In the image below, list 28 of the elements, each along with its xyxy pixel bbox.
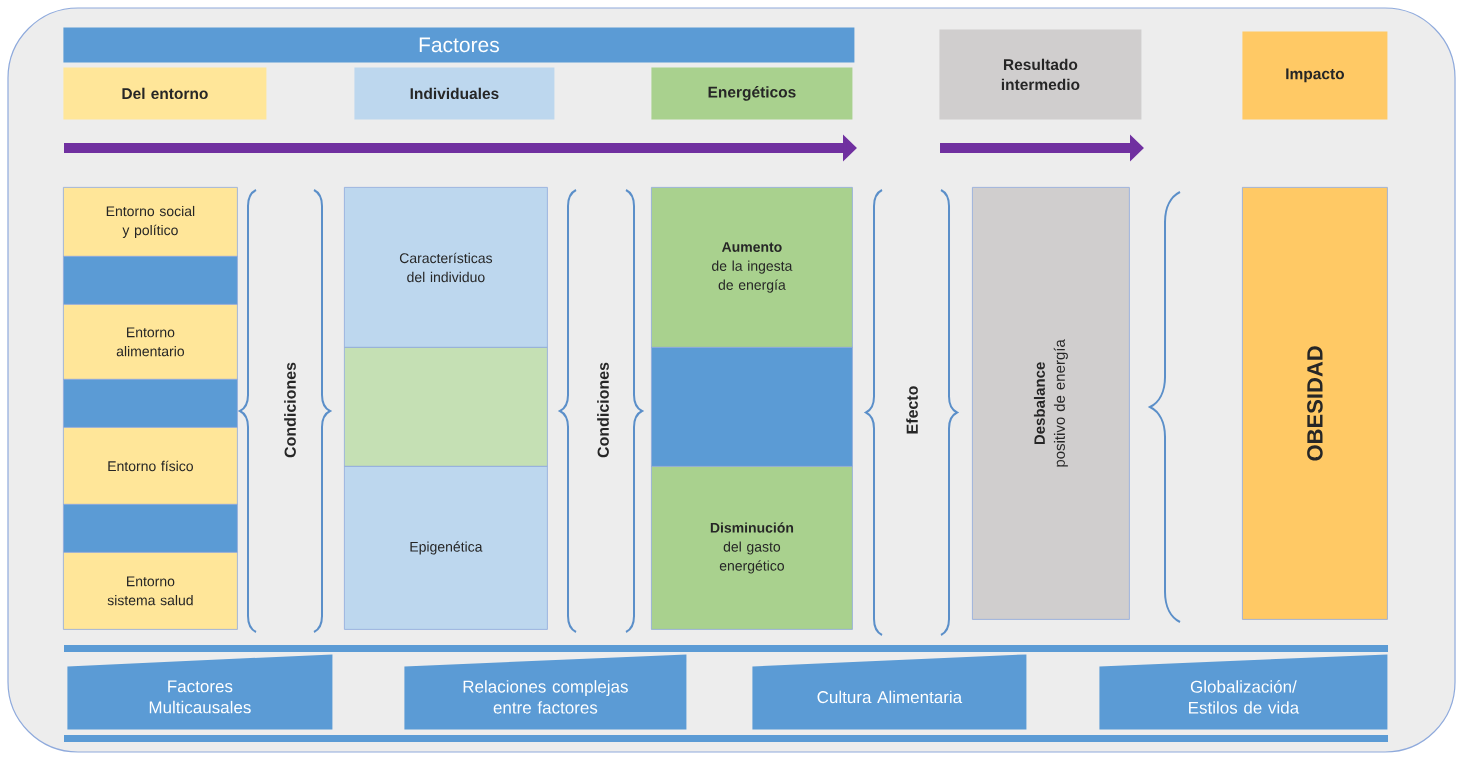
separator-box (63, 504, 238, 553)
category-box: Energéticos (651, 67, 853, 120)
banner: Factores Multicausales (67, 654, 333, 730)
separator-box (63, 379, 238, 428)
result-box: Desbalance positivo de energía (972, 187, 1130, 620)
category-box: Impacto (1242, 31, 1388, 120)
category-box: Individuales (354, 67, 555, 120)
factor-box: Entorno alimentario (63, 304, 238, 380)
outcome-box: OBESIDAD (1242, 187, 1388, 620)
category-box: Del entorno (63, 67, 267, 120)
separator-box (63, 256, 238, 305)
factor-box: Entorno sistema salud (63, 552, 238, 630)
factor-box: Disminución del gasto energético (651, 466, 853, 630)
factor-box: Aumento de la ingesta de energía (651, 187, 853, 348)
separator-box (344, 347, 548, 467)
banner: Relaciones complejas entre factores (404, 654, 687, 730)
header-bar: Factores (63, 27, 855, 63)
rotated-label: Condiciones (284, 362, 296, 458)
factor-box: Entorno físico (63, 427, 238, 505)
rotated-label: Efecto (906, 386, 918, 434)
rotated-label: Condiciones (597, 362, 609, 458)
separator-box (651, 347, 853, 467)
factor-box: Características del individuo (344, 187, 548, 348)
factor-box: Entorno social y político (63, 187, 238, 257)
banner: Globalización/ Estilos de vida (1099, 654, 1388, 730)
banner: Cultura Alimentaria (752, 654, 1027, 730)
factor-box: Epigenética (344, 466, 548, 630)
category-box: Resultado intermedio (939, 29, 1142, 120)
